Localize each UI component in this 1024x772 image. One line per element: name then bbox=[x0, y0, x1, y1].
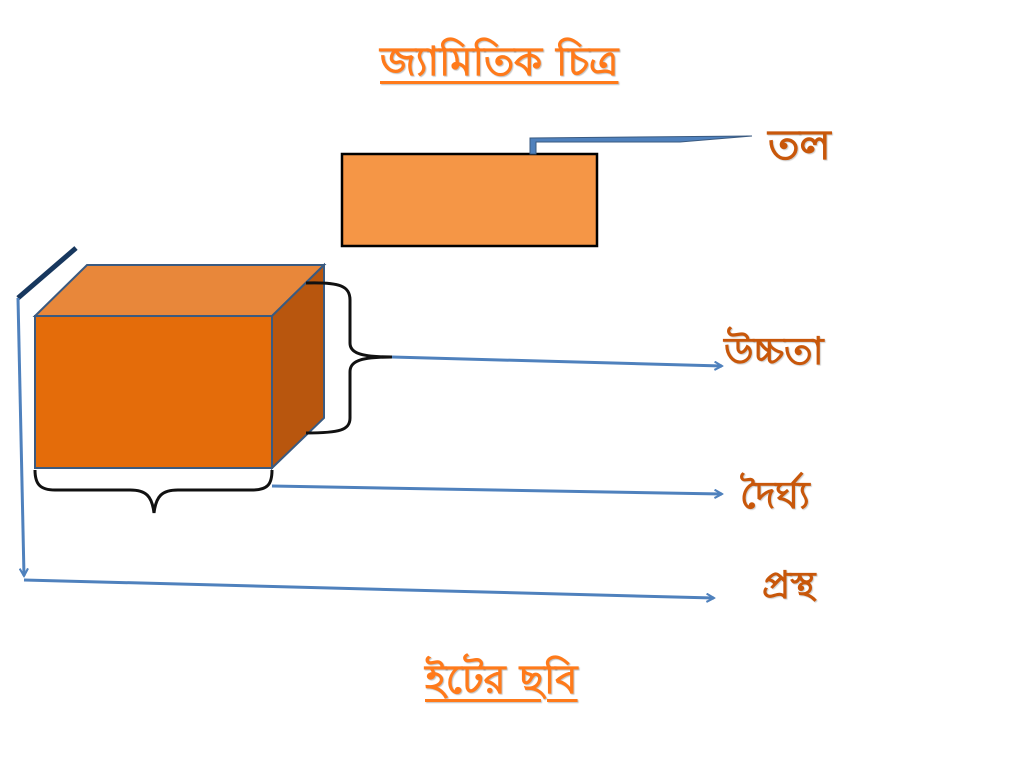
surface-label: তল bbox=[768, 120, 831, 169]
page-title: জ্যামিতিক চিত্র bbox=[380, 39, 619, 85]
length-label: দৈর্ঘ্য bbox=[740, 473, 810, 517]
width-edge-marker bbox=[16, 246, 78, 300]
width-down-arrow bbox=[16, 297, 24, 576]
brick-caption: ইটের ছবি bbox=[425, 657, 578, 703]
length-arrow bbox=[271, 484, 722, 494]
surface-callout-line bbox=[529, 135, 753, 155]
height-label: উচ্চতা bbox=[724, 329, 824, 373]
width-arrow bbox=[23, 578, 714, 598]
brick-front-face bbox=[34, 315, 273, 469]
height-arrow bbox=[391, 355, 722, 366]
length-brace bbox=[33, 469, 274, 514]
width-label: প্রস্থ bbox=[762, 563, 816, 607]
surface-rectangle bbox=[340, 152, 599, 248]
